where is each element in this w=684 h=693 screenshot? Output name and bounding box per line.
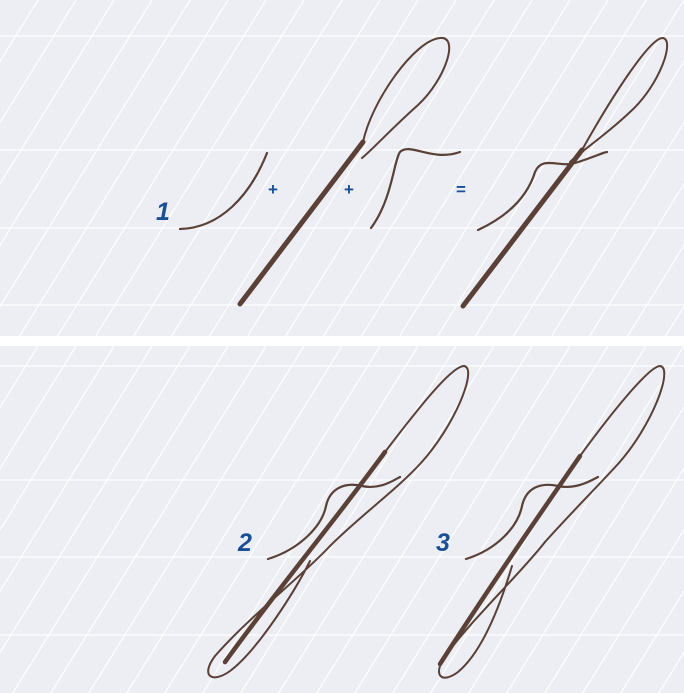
variant-3-crossbar xyxy=(464,475,600,561)
slant-guide-line xyxy=(202,346,419,693)
slant-guide-line xyxy=(95,0,305,336)
variant-2-lower-loop xyxy=(207,545,331,679)
slant-guide-line xyxy=(392,346,609,693)
slant-guide-line xyxy=(88,346,305,693)
slant-guide-line xyxy=(57,0,267,336)
variant-2-downstroke xyxy=(222,449,388,665)
slant-guide-line xyxy=(0,346,39,409)
slant-guide-line xyxy=(50,346,267,693)
slant-guide-line xyxy=(361,0,571,336)
slant-guide-line xyxy=(0,346,115,532)
slant-guide-line xyxy=(582,528,684,693)
slant-guide-line xyxy=(437,0,647,336)
slant-guide-line xyxy=(0,0,77,124)
slant-guide-line xyxy=(0,346,191,654)
equals-sign: = xyxy=(456,180,466,199)
slant-guide-line xyxy=(247,0,457,336)
slant-guide-line xyxy=(544,467,684,693)
slant-guide-line xyxy=(627,244,684,336)
slant-guide-line xyxy=(0,346,77,470)
slant-guide-line xyxy=(278,346,495,693)
stroke-lead-in xyxy=(178,151,269,231)
slant-guide-grid xyxy=(0,346,684,693)
slant-guide-line xyxy=(240,346,457,693)
slant-guide-line xyxy=(354,346,571,693)
variant-number-2: 2 xyxy=(238,529,252,557)
slant-guide-line xyxy=(0,0,191,308)
variant-3-lower-loop xyxy=(438,541,546,679)
bottom-panel: 2 3 xyxy=(0,346,684,693)
stroke-connecting-wave xyxy=(369,148,462,230)
variant-3-upper-loop xyxy=(544,365,666,543)
top-panel: 1 + + = xyxy=(0,0,684,336)
stroke-result-crossbar xyxy=(476,150,609,232)
slant-guide-line xyxy=(323,0,533,336)
slant-guide-line xyxy=(551,121,684,336)
stroke-downstroke xyxy=(237,139,366,307)
stroke-result-loop xyxy=(569,37,669,163)
slant-guide-line xyxy=(209,0,419,336)
slant-guide-line xyxy=(399,0,609,336)
top-strokes xyxy=(178,36,669,309)
variant-3-downstroke xyxy=(437,453,583,667)
stroke-result-downstroke xyxy=(460,147,585,309)
slant-guide-line xyxy=(133,0,343,336)
slant-guide-line xyxy=(468,346,684,693)
slant-guide-line xyxy=(19,0,229,336)
slant-guide-line xyxy=(589,182,684,336)
slant-guide-line xyxy=(0,0,39,63)
step-number-1: 1 xyxy=(156,198,170,226)
slant-guide-line xyxy=(316,346,533,693)
slant-guide-line xyxy=(506,406,684,693)
slant-guide-line xyxy=(475,0,684,336)
variant-number-3: 3 xyxy=(436,529,450,557)
slant-guide-line xyxy=(12,346,229,693)
slant-guide-grid xyxy=(0,0,684,336)
slant-guide-line xyxy=(0,0,153,247)
slant-guide-line xyxy=(0,346,153,593)
variant-2-upper-loop xyxy=(329,365,470,547)
slant-guide-line xyxy=(126,346,343,693)
slant-guide-line xyxy=(620,590,684,693)
bottom-strokes xyxy=(207,365,666,679)
slant-guide-line xyxy=(513,60,684,336)
plus-sign: + xyxy=(268,180,278,199)
variant-2-crossbar xyxy=(266,475,402,561)
slant-guide-line xyxy=(171,0,381,336)
stroke-tall-loop xyxy=(361,36,451,159)
plus-sign: + xyxy=(344,180,354,199)
slant-guide-line xyxy=(0,0,115,186)
slant-guide-line xyxy=(164,346,381,693)
slant-guide-line xyxy=(285,0,495,336)
